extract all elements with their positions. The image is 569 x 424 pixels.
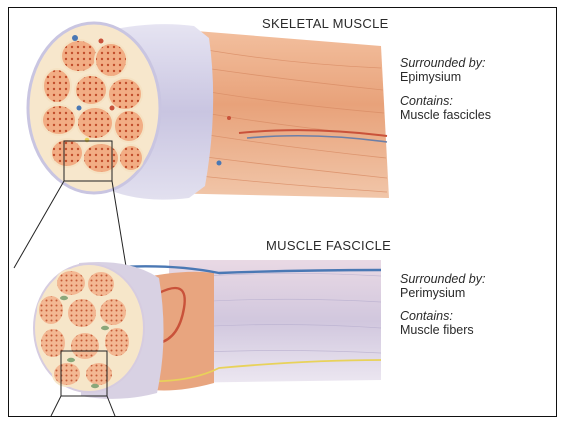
fascicle-surrounded-label: Surrounded by: bbox=[400, 272, 485, 286]
diagram-frame: SKELETAL MUSCLE Surrounded by: Epimysium… bbox=[8, 7, 557, 417]
muscle-surrounded-label: Surrounded by: bbox=[400, 56, 485, 70]
muscle-fascicle-figure bbox=[34, 260, 381, 416]
fascicle-contains-value: Muscle fibers bbox=[400, 323, 474, 337]
muscle-surrounded-value: Epimysium bbox=[400, 70, 461, 84]
skeletal-muscle-figure bbox=[28, 23, 389, 200]
muscle-fascicle-title: MUSCLE FASCICLE bbox=[266, 238, 391, 253]
zoom-line-bottom-left bbox=[51, 396, 61, 416]
muscle-contains-label: Contains: bbox=[400, 94, 453, 108]
zoom-line-bottom-right bbox=[107, 396, 115, 416]
zoom-line-left bbox=[14, 181, 64, 268]
fascicle-surrounded-value: Perimysium bbox=[400, 286, 465, 300]
fascicle-contains-label: Contains: bbox=[400, 309, 453, 323]
muscle-contains-value: Muscle fascicles bbox=[400, 108, 491, 122]
skeletal-muscle-title: SKELETAL MUSCLE bbox=[262, 16, 389, 31]
